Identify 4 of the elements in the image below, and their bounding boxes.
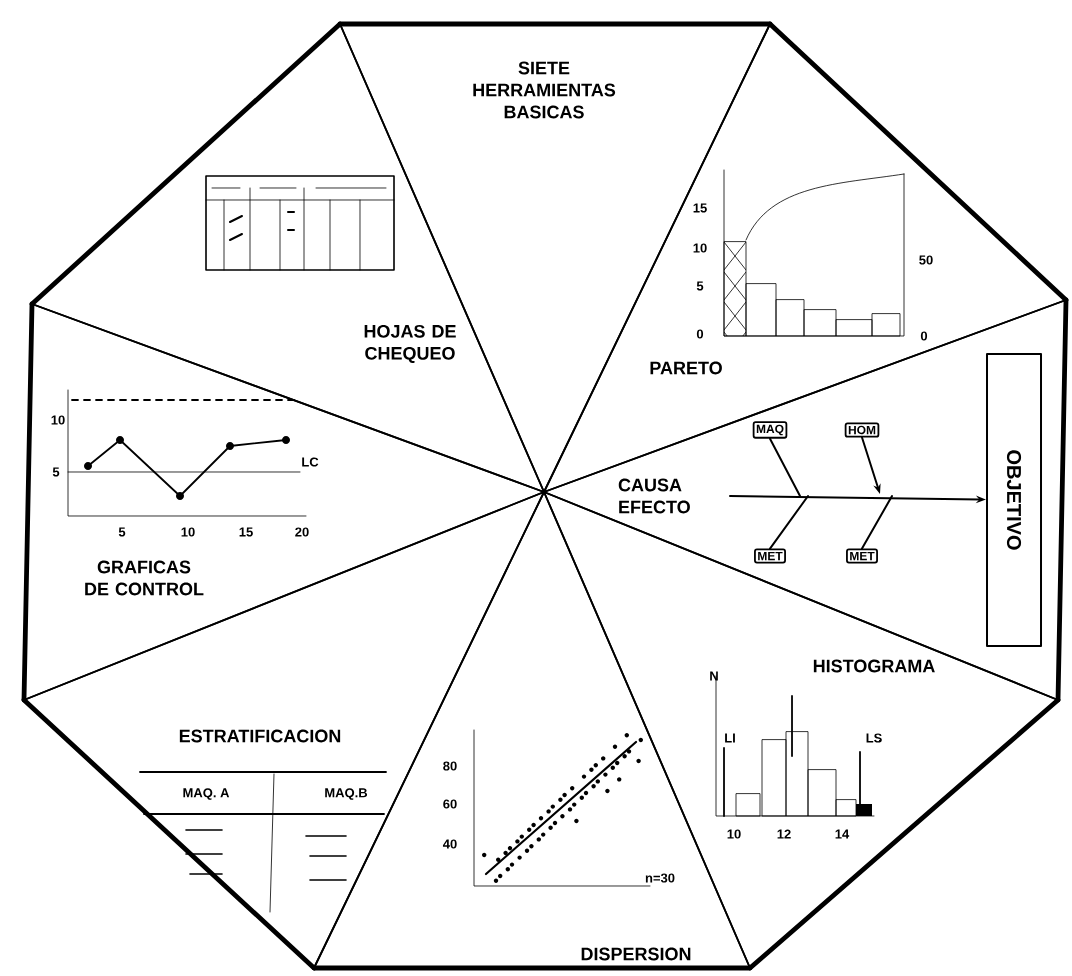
goal-box: OBJETIVO (986, 353, 1042, 647)
fishbone-bone (769, 495, 809, 550)
fishbone-bone (861, 495, 893, 550)
fishbone-bone (769, 437, 801, 497)
